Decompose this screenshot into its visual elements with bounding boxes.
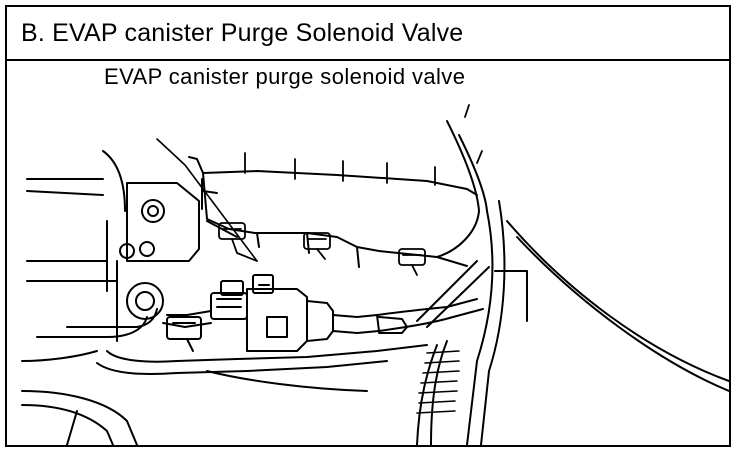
upper-body-panel — [188, 120, 488, 268]
figure-title: B. EVAP canister Purge Solenoid Valve — [21, 19, 464, 47]
callout-leader-line — [156, 138, 258, 262]
purge-solenoid-valve — [210, 274, 408, 352]
vacuum-hoses — [21, 200, 506, 445]
figure-frame: B. EVAP canister Purge Solenoid Valve — [5, 5, 731, 447]
callout-evap-canister-purge-solenoid-valve: EVAP canister purge solenoid valve — [104, 64, 466, 89]
left-bracket — [26, 150, 200, 342]
panel-connectors — [218, 222, 426, 276]
fender-edge — [494, 220, 729, 392]
hatch-marks — [244, 104, 483, 186]
figure-header: B. EVAP canister Purge Solenoid Valve — [7, 7, 729, 61]
engine-bay-illustration — [21, 104, 729, 445]
ribbed-hose — [416, 350, 460, 414]
lower-frame — [21, 350, 368, 445]
